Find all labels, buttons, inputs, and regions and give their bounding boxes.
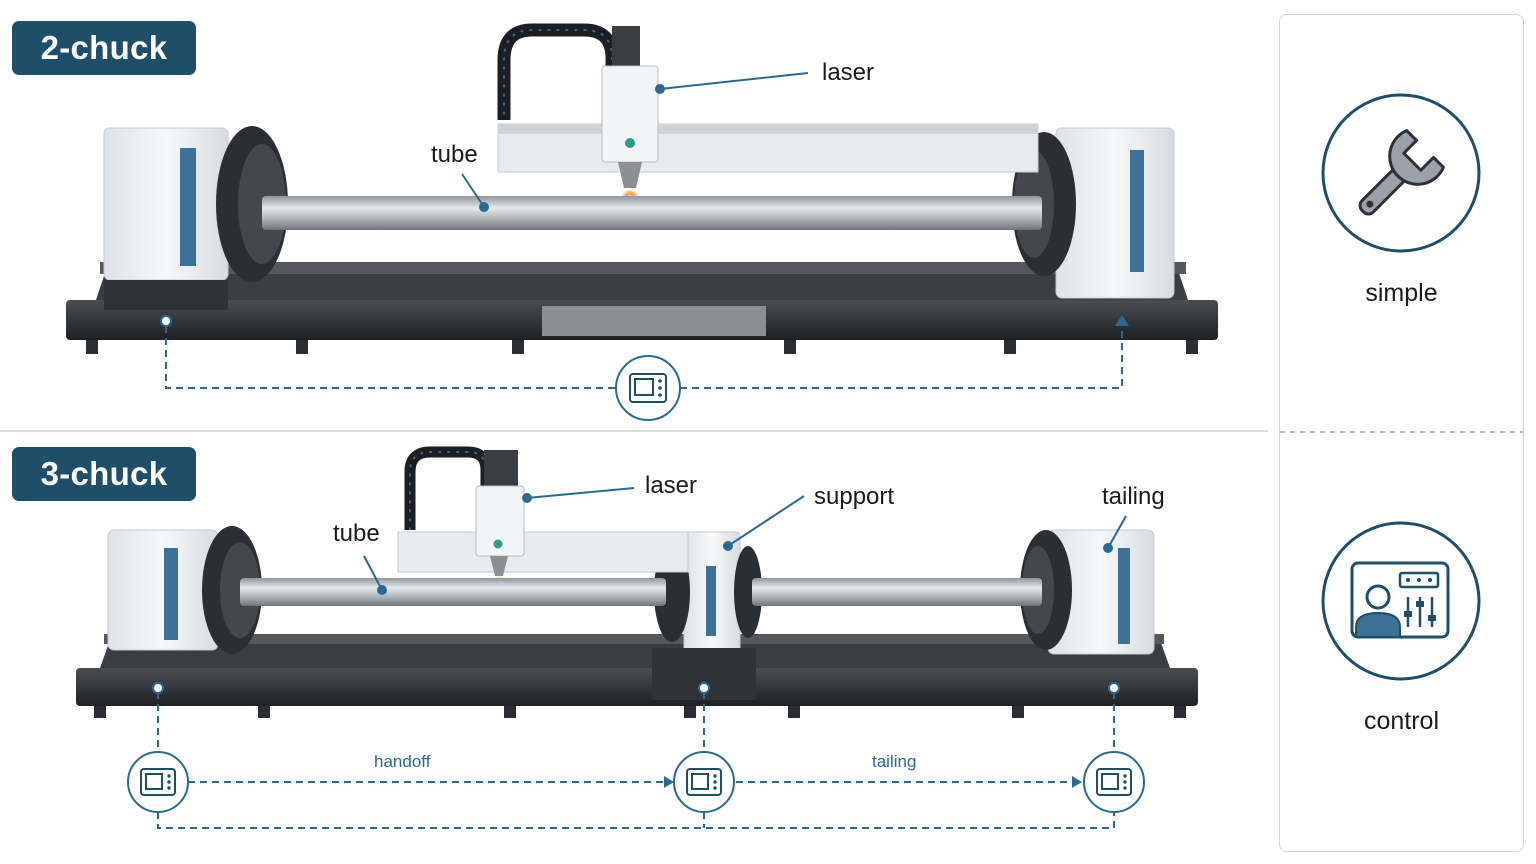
machine-feet <box>94 706 1186 718</box>
tube-segment <box>752 578 1042 606</box>
support-callout-dot <box>723 541 733 551</box>
controller-icon <box>1083 751 1145 813</box>
simple-feature-label: simple <box>1365 279 1438 307</box>
cable-chain <box>404 446 492 530</box>
laser-nozzle <box>618 162 642 188</box>
base-panel <box>542 306 766 336</box>
tailing-label: tailing <box>1102 483 1165 510</box>
tube-callout-dot <box>479 202 489 212</box>
support-chuck-back <box>734 546 762 638</box>
three-chuck-badge: 3-chuck <box>12 447 196 501</box>
machine-feet <box>86 340 1198 354</box>
control-point <box>152 682 164 694</box>
feature-panel-art <box>1280 93 1523 681</box>
top-callout-lines <box>461 72 809 208</box>
bottom-callout-lines <box>363 487 1127 591</box>
controller-icon <box>615 355 681 421</box>
top-control-lines <box>165 324 1123 389</box>
controller-icon <box>673 751 735 813</box>
left-chuck-housing <box>107 529 219 651</box>
housing-stripe <box>1130 150 1144 272</box>
arrow-head <box>1072 776 1082 788</box>
housing-base <box>104 280 228 310</box>
machine-base <box>76 668 1198 706</box>
laser-indicator <box>625 138 635 148</box>
tailing-callout-dot <box>1103 543 1113 553</box>
machine-bed <box>96 270 1188 300</box>
control-feature-label: control <box>1363 707 1440 735</box>
gantry-rail <box>498 124 1038 134</box>
laser-label: laser <box>822 59 875 86</box>
cable-chain <box>497 23 619 132</box>
support-label: support <box>814 483 895 510</box>
tube-label: tube <box>333 520 380 547</box>
gantry-beam <box>397 531 689 573</box>
three-chuck-machine <box>76 446 1198 718</box>
rail <box>104 634 1164 644</box>
laser-motor <box>612 26 640 70</box>
laser-label: laser <box>645 472 698 499</box>
bottom-control-lines <box>157 692 1115 829</box>
feature-panel: simple control <box>1279 14 1524 852</box>
laser-callout-dot <box>522 493 532 503</box>
two-chuck-badge: 2-chuck <box>12 21 196 75</box>
control-point <box>1108 682 1120 694</box>
cable-chain-links <box>409 451 487 530</box>
arrow-head <box>664 776 674 788</box>
control-point <box>698 682 710 694</box>
control-panel-icon <box>1321 521 1481 681</box>
controller-icon <box>127 751 189 813</box>
tube <box>240 578 666 606</box>
rail <box>100 262 1186 274</box>
left-chuck-housing <box>103 127 229 281</box>
tube-label: tube <box>431 141 478 168</box>
housing-stripe <box>1118 548 1130 644</box>
housing-stripe <box>180 148 196 266</box>
cable-chain-links <box>503 29 613 132</box>
arrow-head <box>1115 315 1129 326</box>
machine-bed <box>100 640 1170 668</box>
laser-callout-dot <box>655 84 665 94</box>
tube <box>262 196 1042 230</box>
tube-callout-line <box>461 173 485 208</box>
housing-stripe <box>706 566 716 636</box>
laser-indicator <box>493 539 503 549</box>
left-control-point <box>160 315 172 327</box>
tailing-flow-label: tailing <box>872 752 917 771</box>
housing-stripe <box>164 548 178 640</box>
laser-nozzle <box>490 556 508 576</box>
handoff-flow-label: handoff <box>374 752 431 771</box>
laser-motor <box>484 450 518 490</box>
laser-callout-line <box>659 72 809 90</box>
wrench-icon <box>1321 93 1481 253</box>
tube-callout-dot <box>377 585 387 595</box>
two-chuck-machine <box>66 23 1218 354</box>
